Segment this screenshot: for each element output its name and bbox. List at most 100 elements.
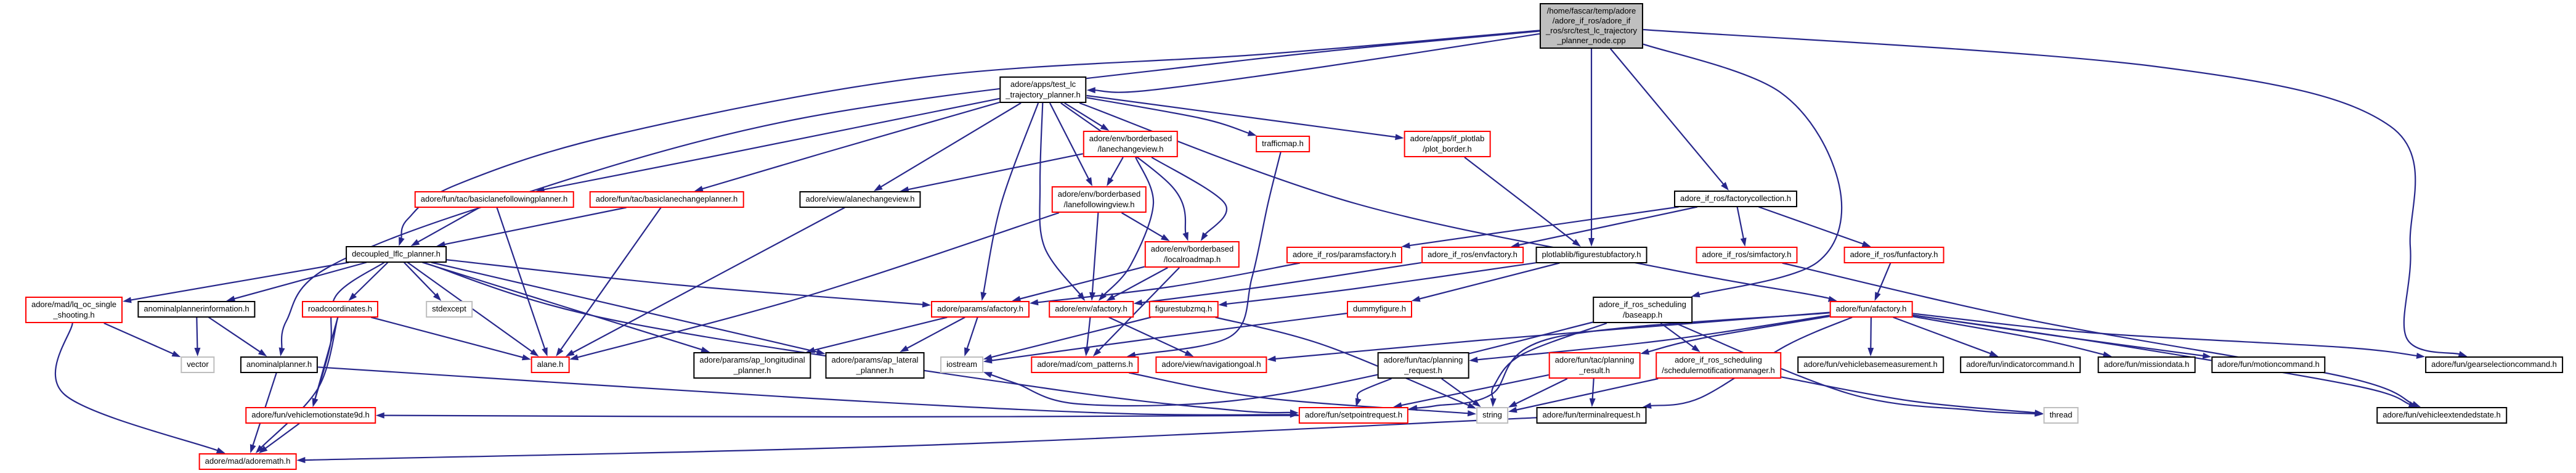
graph-node-funfactory[interactable]: adore_if_ros/funfactory.h <box>1843 247 1944 263</box>
arrowhead-roadcoordinates-alane <box>521 354 531 361</box>
edge-lanechangeview-lanefollowingview <box>1110 157 1124 181</box>
graph-node-setpointrequest[interactable]: adore/fun/setpointrequest.h <box>1298 407 1409 424</box>
graph-node-lanefollowingview[interactable]: adore/env/borderbased /lanefollowingview… <box>1051 186 1147 213</box>
edge-figurestubzmq-string <box>1215 316 1470 406</box>
graph-node-anominalplanner[interactable]: anominalplanner.h <box>240 356 319 373</box>
arrowhead-fun_afactory-vehicleextendedstate <box>2408 401 2418 408</box>
graph-node-envfactory[interactable]: adore_if_ros/envfactory.h <box>1421 247 1524 263</box>
edge-bclp-alane <box>559 207 662 351</box>
edge-test_lc-env_afactory <box>1039 102 1081 296</box>
graph-node-test_lc[interactable]: adore/apps/test_lc _trajectory_planner.h <box>999 76 1087 103</box>
graph-node-blfp[interactable]: adore/fun/tac/basiclanefollowingplanner.… <box>414 191 574 208</box>
graph-node-motioncommand[interactable]: adore/fun/motioncommand.h <box>2211 356 2326 373</box>
edge-baseapp-iostream <box>989 321 1593 407</box>
graph-node-roadcoordinates[interactable]: roadcoordinates.h <box>301 301 379 318</box>
arrowhead-test_lc-bclp <box>694 186 704 192</box>
graph-node-decoupled[interactable]: decoupled_lflc_planner.h <box>346 246 447 263</box>
graph-node-trafficmap[interactable]: trafficmap.h <box>1256 136 1310 152</box>
arrowhead-lanefollowingview-alane <box>569 354 579 361</box>
graph-node-adoremath[interactable]: adore/mad/adoremath.h <box>198 453 297 470</box>
edge-figurestubfactory-figurestubzmq <box>1225 262 1536 305</box>
arrowhead-blfp-decoupled <box>410 239 420 246</box>
edge-test_lc-localroadmap <box>1060 102 1187 234</box>
edge-figurestubfactory-dummyfigure <box>1418 262 1560 300</box>
edge-root-test_lc <box>1094 33 1540 93</box>
edge-fun_afactory-setpointrequest <box>1415 312 1830 409</box>
arrowhead-factorycollection-envfactory <box>1511 242 1520 248</box>
arrowhead-root-baseapp <box>1691 291 1700 298</box>
arrowhead-figurestubfactory-dummyfigure <box>1411 295 1421 302</box>
graph-node-lq_oc[interactable]: adore/mad/lq_oc_single _shooting.h <box>25 297 123 323</box>
graph-node-gearselectioncommand[interactable]: adore/fun/gearselectioncommand.h <box>2425 356 2563 373</box>
graph-node-ap_lat[interactable]: adore/params/ap_lateral _planner.h <box>825 352 925 379</box>
graph-node-com_patterns[interactable]: adore/mad/com_patterns.h <box>1031 356 1139 373</box>
graph-node-baseapp[interactable]: adore_if_ros_scheduling /baseapp.h <box>1593 297 1692 323</box>
edge-decoupled-ap_lat <box>431 261 819 353</box>
graph-node-figurestubzmq[interactable]: figurestubzmq.h <box>1148 301 1219 318</box>
graph-node-planning_result[interactable]: adore/fun/tac/planning _result.h <box>1548 352 1641 379</box>
graph-node-figurestubfactory[interactable]: plotlablib/figurestubfactory.h <box>1535 247 1648 263</box>
graph-node-plot_border[interactable]: adore/apps/if_plotlab /plot_border.h <box>1404 131 1491 157</box>
edge-fun_afactory-planning_result <box>1647 315 1830 353</box>
arrowhead-root-gearselectioncommand <box>2458 351 2468 357</box>
edge-snm-string <box>1515 377 1659 411</box>
arrowhead-envfactory-env_afactory <box>1133 299 1143 306</box>
graph-node-missiondata[interactable]: adore/fun/missiondata.h <box>2097 356 2196 373</box>
edge-env_afactory-com_patterns <box>1086 317 1091 350</box>
graph-node-vehiclebasemeasurement[interactable]: adore/fun/vehiclebasemeasurement.h <box>1797 356 1944 373</box>
edge-paramsfactory-params_afactory <box>1036 262 1300 303</box>
edge-fun_afactory-missiondata <box>1912 316 2105 356</box>
graph-node-vms9d[interactable]: adore/fun/vehiclemotionstate9d.h <box>245 407 376 424</box>
graph-node-env_afactory[interactable]: adore/env/afactory.h <box>1049 301 1134 318</box>
arrowhead-anominalplannerinformation-vector <box>194 347 201 356</box>
edge-lq_oc-adoremath <box>54 323 219 451</box>
arrowhead-env_afactory-com_patterns <box>1084 347 1090 356</box>
edge-test_lc-bclp <box>701 101 1000 190</box>
arrowhead-decoupled-params_afactory <box>922 301 931 308</box>
graph-node-vehicleextendedstate[interactable]: adore/fun/vehicleextendedstate.h <box>2376 407 2507 424</box>
edge-trafficmap-com_patterns <box>1134 152 1282 356</box>
graph-node-simfactory[interactable]: adore_if_ros/simfactory.h <box>1696 247 1798 263</box>
graph-node-terminalrequest[interactable]: adore/fun/terminalrequest.h <box>1536 407 1647 424</box>
edge-terminalrequest-adoremath <box>304 417 1537 461</box>
graph-node-snm[interactable]: adore_if_ros_scheduling /schedulernotifi… <box>1656 352 1781 379</box>
edge-planning_request-setpointrequest <box>1356 377 1392 400</box>
graph-node-navigationgoal[interactable]: adore/view/navigationgoal.h <box>1155 356 1267 373</box>
graph-node-indicatorcommand[interactable]: adore/fun/indicatorcommand.h <box>1960 356 2081 373</box>
graph-node-alanechangeview[interactable]: adore/view/alanechangeview.h <box>799 191 921 208</box>
arrowhead-fun_afactory-planning_request <box>1469 356 1478 363</box>
arrowhead-params_afactory-iostream <box>964 347 970 356</box>
graph-node-paramsfactory[interactable]: adore_if_ros/paramsfactory.h <box>1286 247 1403 263</box>
graph-node-factorycollection[interactable]: adore_if_ros/factorycollection.h <box>1674 191 1797 207</box>
arrowhead-lanechangeview-alanechangeview <box>900 186 909 193</box>
graph-node-ap_long[interactable]: adore/params/ap_longitudinal _planner.h <box>693 352 811 379</box>
graph-node-dummyfigure[interactable]: dummyfigure.h <box>1347 301 1412 318</box>
graph-node-fun_afactory[interactable]: adore/fun/afactory.h <box>1829 301 1913 318</box>
edge-localroadmap-params_afactory <box>1018 266 1145 300</box>
arrowhead-roadcoordinates-vms9d <box>312 398 319 407</box>
edge-lanefollowingview-alane <box>576 212 1060 358</box>
graph-node-params_afactory[interactable]: adore/params/afactory.h <box>931 301 1030 318</box>
graph-node-lanechangeview[interactable]: adore/env/borderbased /lanechangeview.h <box>1083 131 1179 157</box>
graph-node-alane[interactable]: alane.h <box>530 356 570 373</box>
graph-node-anominalplannerinformation[interactable]: anominalplannerinformation.h <box>137 301 256 318</box>
arrowhead-fun_afactory-planning_result <box>1640 348 1650 355</box>
edge-params_afactory-ap_lat <box>906 316 965 350</box>
arrowhead-factorycollection-paramsfactory <box>1401 242 1410 249</box>
edge-lanechangeview-localroadmap <box>1151 157 1227 236</box>
arrowhead-lanechangeview-env_afactory <box>1098 292 1107 301</box>
arrowhead-fun_afactory-vehiclebasemeasurement <box>1867 347 1874 356</box>
edge-decoupled-lq_oc <box>129 261 349 301</box>
edge-lanefollowingview-env_afactory <box>1091 212 1099 294</box>
arrowhead-fun_afactory-gearselectioncommand <box>2416 353 2426 359</box>
graph-node-stdexcept: stdexcept <box>426 301 473 318</box>
arrowhead-bclp-decoupled <box>436 241 446 248</box>
arrowhead-plot_border-figurestubfactory <box>1572 239 1581 247</box>
graph-node-localroadmap[interactable]: adore/env/borderbased /localroadmap.h <box>1144 241 1240 268</box>
edge-planning_result-setpointrequest <box>1400 374 1549 406</box>
graph-node-planning_request[interactable]: adore/fun/tac/planning _request.h <box>1377 352 1469 379</box>
arrowhead-lanefollowingview-localroadmap <box>1160 234 1170 241</box>
graph-node-root[interactable]: /home/fascar/temp/adore /adore_if_ros/ad… <box>1539 3 1644 49</box>
graph-node-bclp[interactable]: adore/fun/tac/basiclanechangeplanner.h <box>589 191 744 208</box>
